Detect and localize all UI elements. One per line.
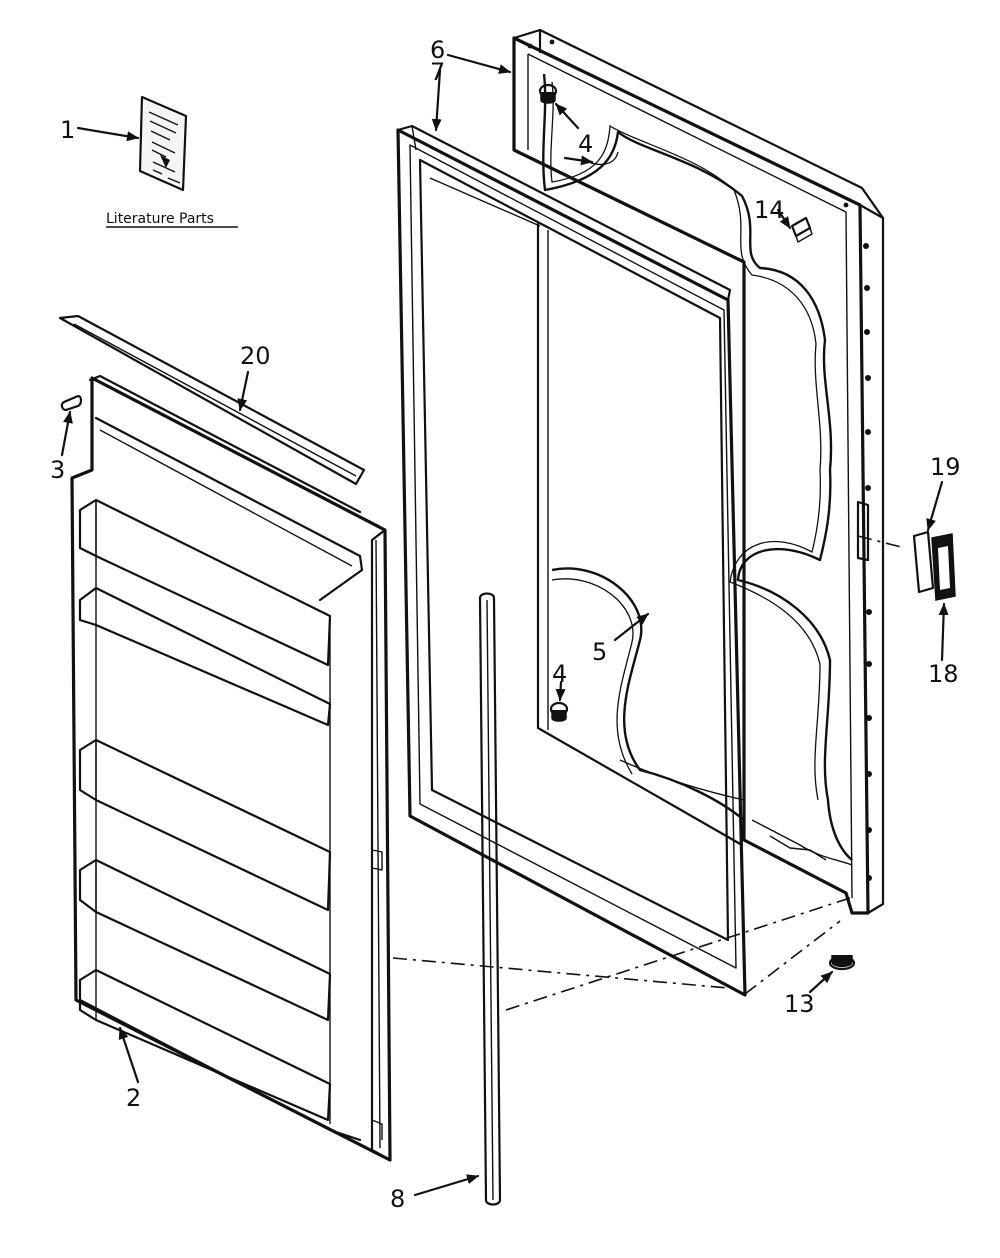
callout-2: 2 xyxy=(126,1084,141,1112)
assembly-guide-lines xyxy=(392,535,906,1011)
callout-5: 5 xyxy=(592,638,607,666)
callout-20: 20 xyxy=(240,342,271,370)
screw xyxy=(60,394,83,412)
handle-mount-slot xyxy=(856,500,870,562)
callout-18: 18 xyxy=(928,660,959,688)
plug-button-bottom xyxy=(549,701,569,722)
callout-8: 8 xyxy=(390,1185,405,1213)
literature-booklet xyxy=(138,95,188,192)
door-handle xyxy=(931,533,956,601)
door-liner xyxy=(70,376,392,1162)
door-gasket xyxy=(396,124,747,997)
insulation-outline xyxy=(542,73,853,866)
callout-13: 13 xyxy=(784,990,815,1018)
callout-1: 1 xyxy=(60,116,75,144)
callout-4-top: 4 xyxy=(578,130,593,158)
callout-6: 6 xyxy=(430,36,445,64)
trim-strip xyxy=(478,592,502,1206)
handle-cover xyxy=(912,530,935,594)
leveling-foot xyxy=(828,955,856,971)
literature-parts-caption: Literature Parts xyxy=(106,211,214,227)
mounting-holes xyxy=(527,39,872,881)
callout-14: 14 xyxy=(754,196,785,224)
callout-3: 3 xyxy=(50,456,65,484)
callout-19: 19 xyxy=(930,453,961,481)
leader-arrows xyxy=(60,53,949,1197)
hinge-bracket xyxy=(790,216,813,243)
liner-shelves xyxy=(78,498,332,1122)
plug-button-top xyxy=(538,83,558,104)
door-outer-panel xyxy=(512,28,885,915)
top-trim-strip xyxy=(58,314,366,514)
callout-7: 7 xyxy=(430,58,445,86)
callout-4-bottom: 4 xyxy=(552,660,567,688)
